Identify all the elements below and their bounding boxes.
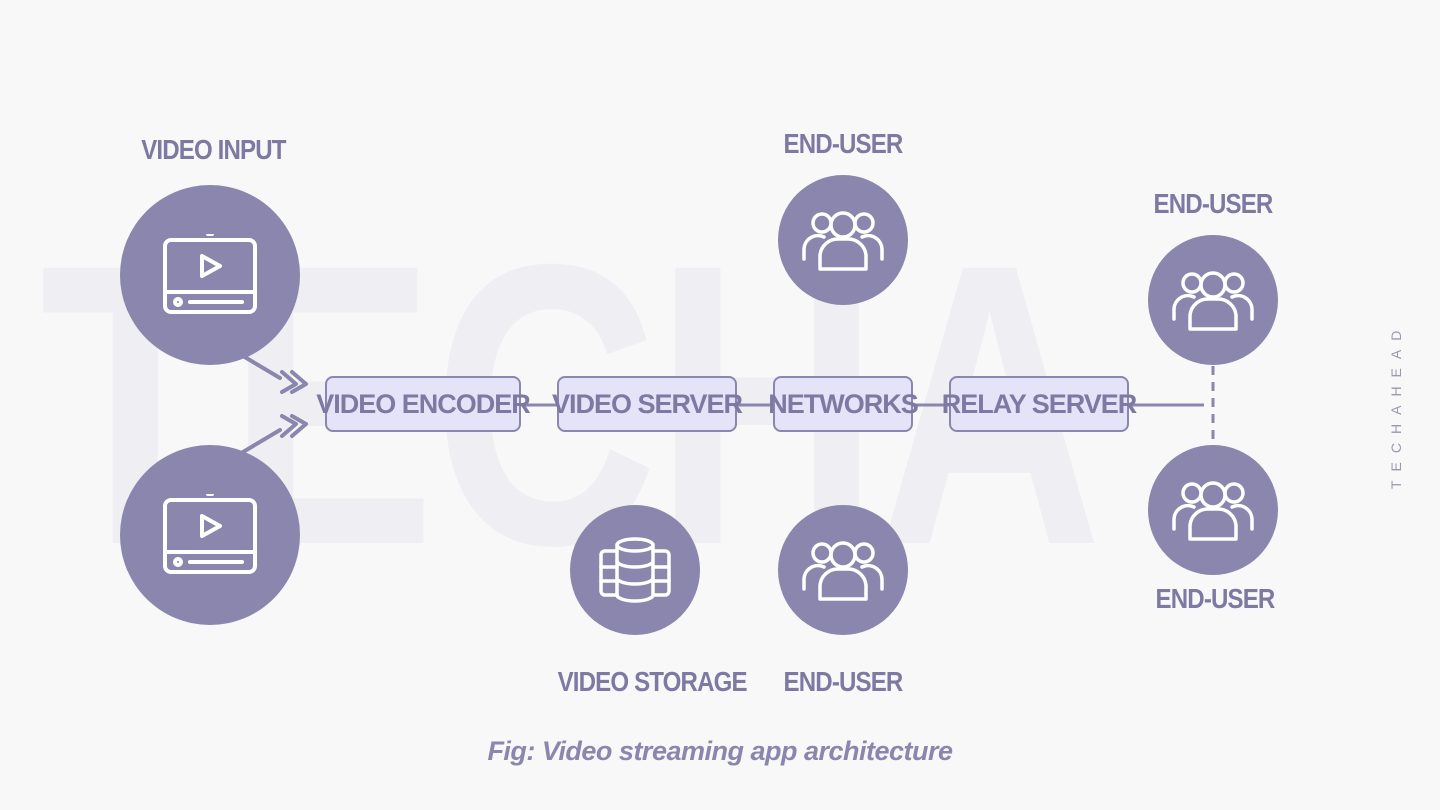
- users-group-icon: [802, 211, 884, 271]
- end-user-label-bottom: END-USER: [783, 666, 904, 697]
- arrow-line-bottom: [241, 428, 282, 454]
- video-storage-label: VIDEO STORAGE: [557, 666, 748, 697]
- end-user-node-right-top: [1148, 235, 1278, 365]
- end-user-label-right-bottom: END-USER: [1155, 583, 1276, 614]
- chevron-top-2: [290, 370, 308, 394]
- video-storage-node: [570, 505, 700, 635]
- end-user-label-top: END-USER: [783, 128, 904, 159]
- video-encoder-box: VIDEO ENCODER: [316, 376, 531, 432]
- chevron-top-1: [280, 370, 298, 394]
- video-input-node-top: [120, 185, 300, 365]
- database-icon: [599, 537, 671, 603]
- end-user-label-right-top: END-USER: [1153, 188, 1274, 219]
- users-group-icon: [802, 541, 884, 601]
- users-group-icon: [1172, 481, 1254, 541]
- figure-caption: Fig: Video streaming app architecture: [487, 736, 953, 766]
- chevron-bottom-1: [280, 414, 298, 438]
- end-user-node-right-bottom: [1148, 445, 1278, 575]
- video-server-box: VIDEO SERVER: [552, 376, 743, 432]
- users-group-icon: [1172, 271, 1254, 331]
- relay-server-box: RELAY SERVER: [942, 376, 1137, 432]
- video-player-icon: [163, 494, 257, 574]
- video-player-icon: [163, 234, 257, 314]
- video-input-node-bottom: [120, 445, 300, 625]
- networks-box: NETWORKS: [768, 376, 919, 432]
- end-user-node-top: [778, 175, 908, 305]
- chevron-bottom-2: [290, 414, 308, 438]
- video-input-label: VIDEO INPUT: [141, 134, 286, 165]
- end-user-node-bottom: [778, 505, 908, 635]
- arrow-line-top: [241, 354, 282, 380]
